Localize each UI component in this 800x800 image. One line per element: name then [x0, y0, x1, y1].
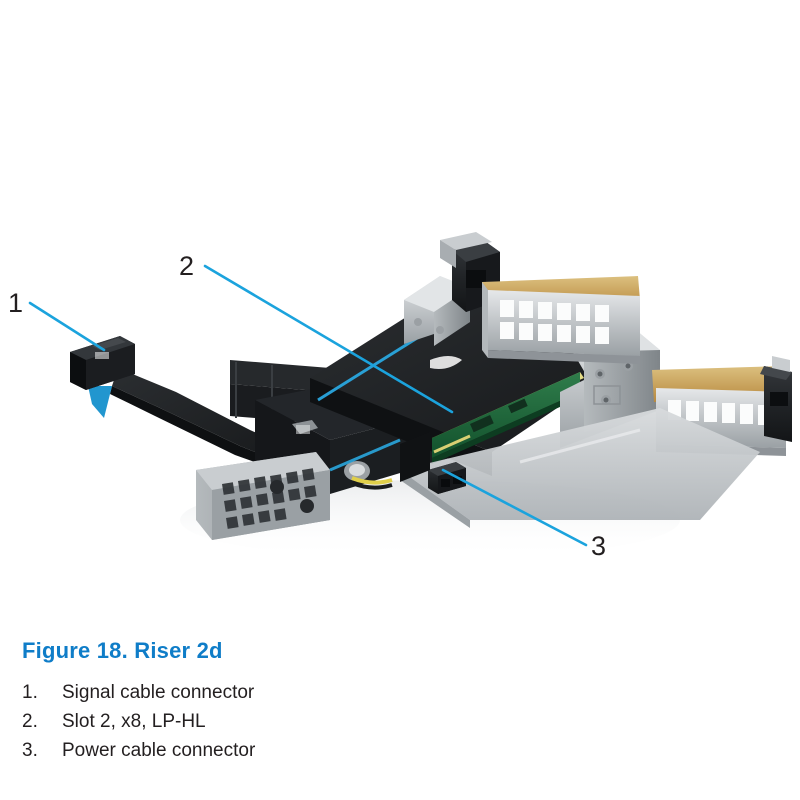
leader-line-3: [441, 468, 588, 547]
riser-assembly-photo: [28, 232, 792, 560]
io-bracket-perforated: [196, 452, 330, 540]
leader-lines: [28, 264, 588, 547]
figure-legend-list: 1. Signal cable connector 2. Slot 2, x8,…: [0, 678, 800, 765]
legend-marker-2: 2.: [22, 711, 38, 732]
figure-illustration: 1 2 3: [8, 232, 792, 561]
riser-card-slot: [432, 372, 584, 464]
shroud-edge: [400, 432, 430, 482]
legend-marker-3: 3.: [22, 740, 38, 761]
legend-label-3: Power cable connector: [62, 740, 256, 761]
legend-item-2: 2. Slot 2, x8, LP-HL: [0, 707, 800, 736]
legend-marker-1: 1.: [22, 682, 38, 703]
chassis-tray: [400, 408, 760, 528]
legend-label-2: Slot 2, x8, LP-HL: [62, 711, 206, 732]
upper-filler-bracket: [482, 276, 640, 364]
leader-line-2: [203, 264, 454, 414]
callout-number-2: 2: [179, 251, 195, 281]
legend-item-1: 1. Signal cable connector: [0, 678, 800, 707]
leader-line-1: [28, 301, 106, 352]
legend-label-1: Signal cable connector: [62, 682, 255, 703]
figure-caption-block: Figure 18. Riser 2d 1. Signal cable conn…: [0, 610, 800, 800]
signal-cable-connector: [70, 336, 300, 478]
callout-number-1: 1: [8, 288, 24, 318]
figure-caption: Figure 18. Riser 2d: [22, 638, 223, 663]
power-cable-connector: [428, 462, 466, 494]
blue-pull-tab: [88, 386, 112, 418]
callout-number-3: 3: [591, 531, 607, 561]
legend-item-3: 3. Power cable connector: [0, 736, 800, 765]
